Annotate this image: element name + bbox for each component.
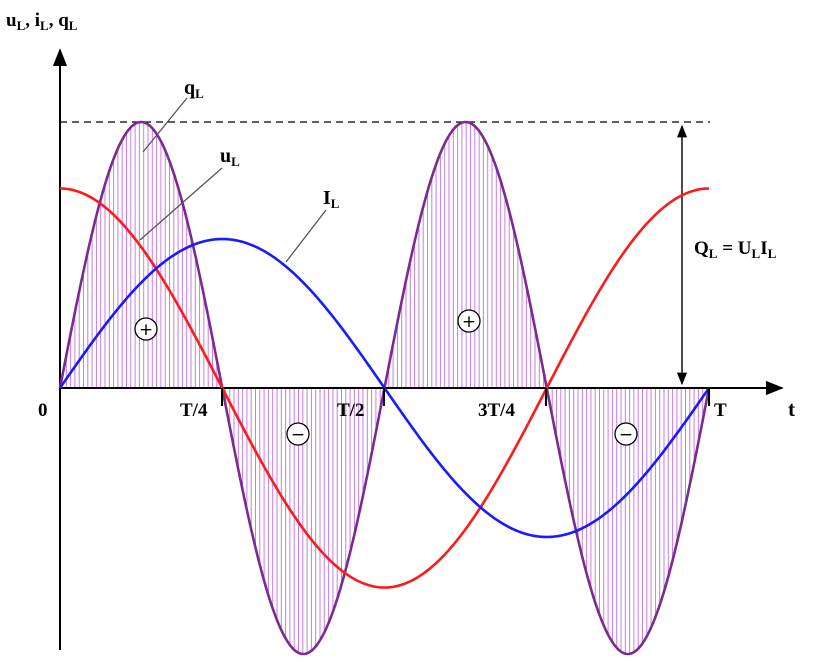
- negative-sign-2: −: [614, 422, 638, 446]
- tick-label-period: T: [714, 400, 727, 421]
- tick-label-half: T/2: [337, 400, 364, 421]
- svg-text:+: +: [462, 312, 476, 332]
- u-curve-label: uL: [220, 145, 240, 169]
- svg-text:−: −: [291, 425, 305, 445]
- x-axis-label: t: [788, 397, 795, 421]
- positive-sign-2: +: [457, 309, 481, 333]
- q-label-leader: [142, 97, 188, 153]
- u-label-leader: [139, 167, 223, 241]
- i-curve-label: IL: [323, 187, 340, 211]
- reactive-power-formula: QL = ULIL: [694, 238, 777, 261]
- i-label-leader: [285, 209, 327, 263]
- svg-text:+: +: [139, 320, 153, 340]
- negative-sign-1: −: [286, 422, 310, 446]
- positive-sign-1: +: [134, 317, 158, 341]
- svg-text:−: −: [619, 425, 633, 445]
- tick-label-quarter: T/4: [180, 400, 208, 421]
- origin-label: 0: [38, 400, 48, 421]
- tick-label-three-quarter: 3T/4: [478, 400, 515, 421]
- y-axis-label: uL, iL, qL: [6, 10, 78, 33]
- q-curve-label: qL: [184, 77, 204, 101]
- u-curve: [59, 187, 710, 589]
